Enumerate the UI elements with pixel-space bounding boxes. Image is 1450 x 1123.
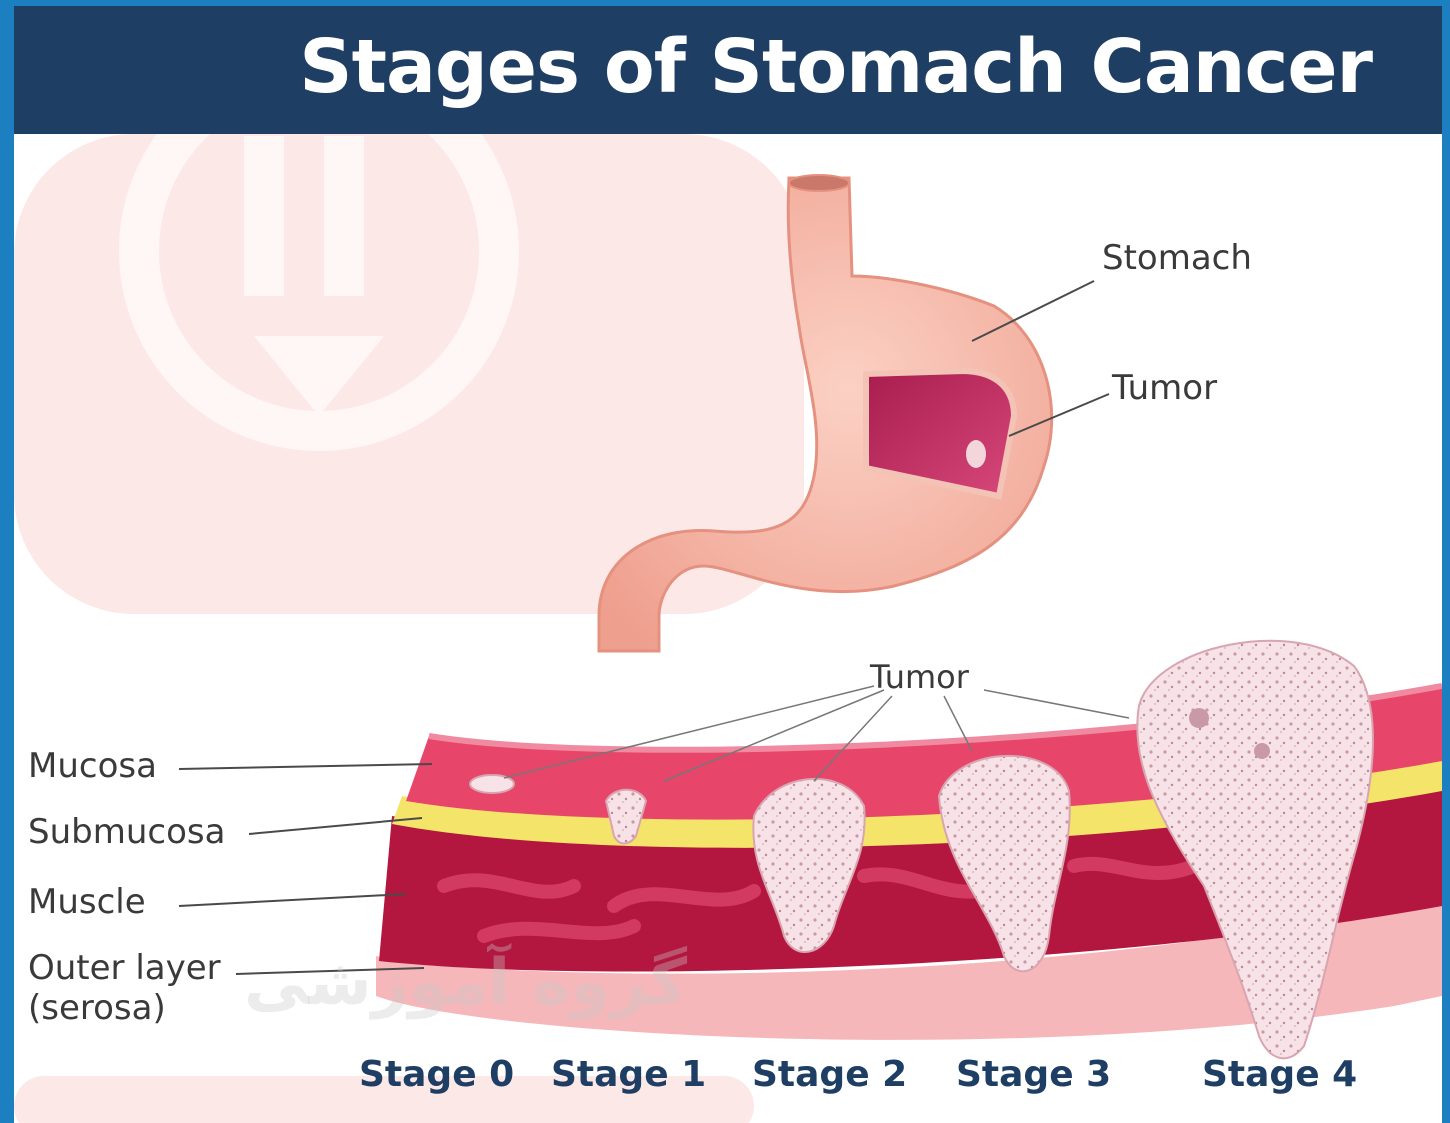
outer-layer-label: Outer layer xyxy=(28,948,221,989)
stage-4-label: Stage 4 xyxy=(1202,1054,1357,1095)
stomach-label: Stomach xyxy=(1102,238,1252,279)
stage-3-label: Stage 3 xyxy=(956,1054,1111,1095)
serosa-label: (serosa) xyxy=(28,988,166,1029)
muscle-label: Muscle xyxy=(28,882,146,923)
submucosa-label: Submucosa xyxy=(28,812,225,853)
stage-2-label: Stage 2 xyxy=(752,1054,907,1095)
diagram-frame: Stages of Stomach Cancer xyxy=(14,6,1442,1123)
mucosa-label: Mucosa xyxy=(28,746,157,787)
tumor-label-wall: Tumor xyxy=(870,658,969,696)
watermark-text: گروه آموزشی xyxy=(244,946,687,1020)
stage-1-label: Stage 1 xyxy=(551,1054,706,1095)
tumor-label-top: Tumor xyxy=(1112,368,1217,409)
stomach-illustration xyxy=(14,6,1442,1123)
stage-0-label: Stage 0 xyxy=(359,1054,514,1095)
